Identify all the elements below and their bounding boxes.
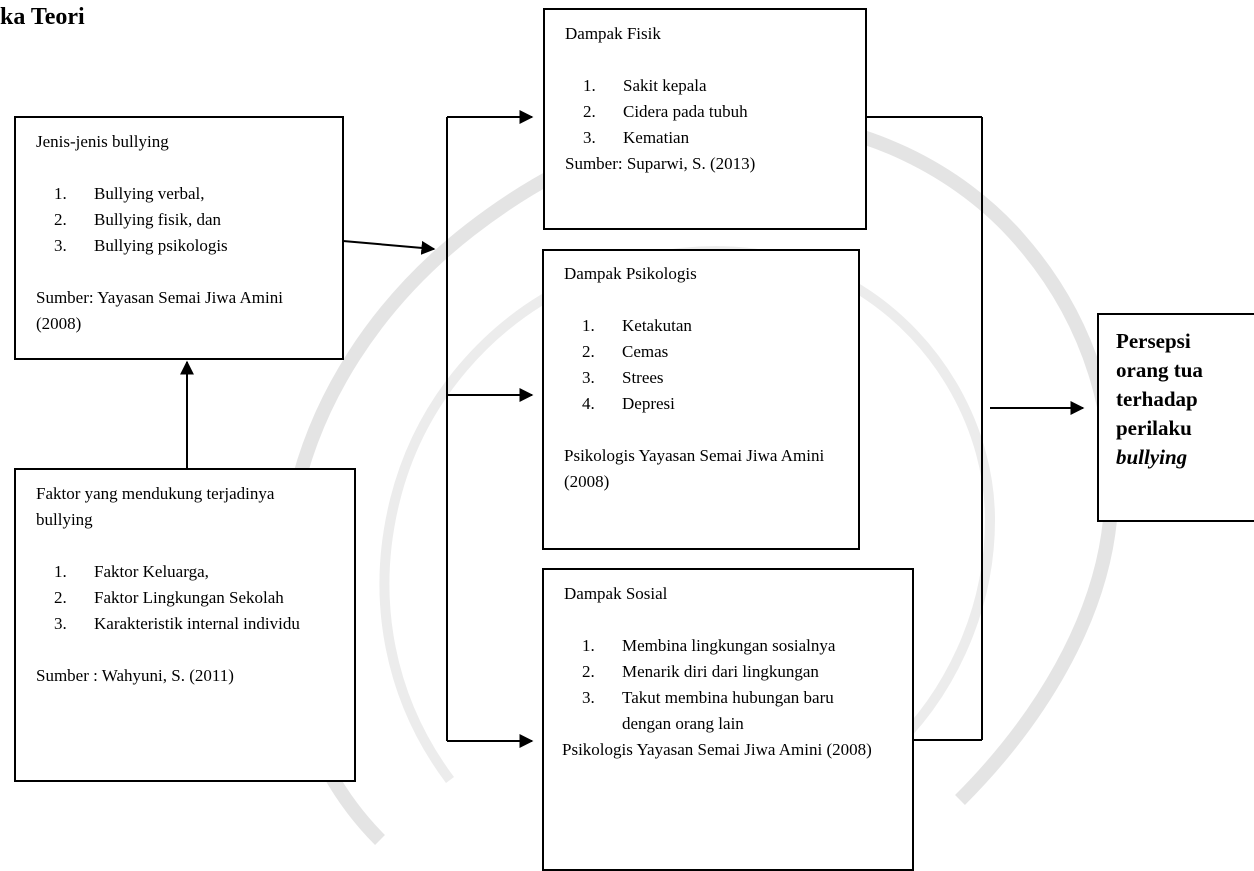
list-item: 1.Faktor Keluarga, bbox=[54, 562, 209, 581]
psikologis-source: Psikologis Yayasan Semai Jiwa Amini (200… bbox=[564, 446, 825, 491]
psikologis-list: 1.Ketakutan 2.Cemas 3.Strees 4.Depresi bbox=[564, 313, 838, 417]
dampak-psikologis-box: Dampak Psikologis 1.Ketakutan 2.Cemas 3.… bbox=[542, 249, 860, 550]
faktor-source: Sumber : Wahyuni, S. (2011) bbox=[36, 666, 234, 685]
list-item: 2.Faktor Lingkungan Sekolah bbox=[54, 588, 284, 607]
persepsi-line-3: terhadap bbox=[1116, 387, 1198, 411]
jenis-title: Jenis-jenis bullying bbox=[36, 132, 169, 151]
dampak-fisik-box: Dampak Fisik 1.Sakit kepala 2.Cidera pad… bbox=[543, 8, 867, 230]
faktor-box: Faktor yang mendukung terjadinya bullyin… bbox=[14, 468, 356, 782]
list-item: 3.Karakteristik internal individu bbox=[54, 614, 300, 633]
list-item: 1.Ketakutan bbox=[582, 316, 692, 335]
sosial-title: Dampak Sosial bbox=[564, 584, 668, 603]
list-item: 1.Bullying verbal, bbox=[54, 184, 205, 203]
fisik-title: Dampak Fisik bbox=[565, 24, 661, 43]
jenis-source: Sumber: Yayasan Semai Jiwa Amini (2008) bbox=[36, 288, 283, 333]
persepsi-line-5: bullying bbox=[1116, 445, 1188, 469]
persepsi-line-4: perilaku bbox=[1116, 416, 1192, 440]
psikologis-title: Dampak Psikologis bbox=[564, 264, 697, 283]
list-item: 1.Membina lingkungan sosialnya bbox=[582, 636, 836, 655]
sosial-list: 1.Membina lingkungan sosialnya 2.Menarik… bbox=[564, 633, 892, 737]
fisik-source: Sumber: Suparwi, S. (2013) bbox=[565, 154, 756, 173]
persepsi-box: Persepsi orang tua terhadap perilaku bul… bbox=[1097, 313, 1254, 522]
list-item: 2.Cemas bbox=[582, 342, 669, 361]
fisik-list: 1.Sakit kepala 2.Cidera pada tubuh 3.Kem… bbox=[565, 73, 845, 151]
persepsi-line-1: Persepsi bbox=[1116, 329, 1191, 353]
list-item: 2.Bullying fisik, dan bbox=[54, 210, 222, 229]
arrow-jenis-to-dampak bbox=[342, 240, 436, 255]
jenis-bullying-box: Jenis-jenis bullying 1.Bullying verbal, … bbox=[14, 116, 344, 360]
jenis-list: 1.Bullying verbal, 2.Bullying fisik, dan… bbox=[36, 181, 322, 259]
persepsi-line-2: orang tua bbox=[1116, 358, 1203, 382]
list-item: 3.Strees bbox=[582, 368, 664, 387]
list-item: 3.Bullying psikologis bbox=[54, 236, 228, 255]
list-item: 2.Menarik diri dari lingkungan bbox=[582, 662, 819, 681]
list-item: 3.Kematian bbox=[583, 128, 690, 147]
list-item: 4.Depresi bbox=[582, 394, 675, 413]
sosial-source: Psikologis Yayasan Semai Jiwa Amini (200… bbox=[562, 740, 872, 759]
faktor-list: 1.Faktor Keluarga, 2.Faktor Lingkungan S… bbox=[36, 559, 334, 637]
list-item: 2.Cidera pada tubuh bbox=[583, 102, 748, 121]
faktor-title: Faktor yang mendukung terjadinya bullyin… bbox=[36, 484, 275, 529]
list-item: 3.Takut membina hubungan baru dengan ora… bbox=[582, 688, 834, 733]
dampak-sosial-box: Dampak Sosial 1.Membina lingkungan sosia… bbox=[542, 568, 914, 871]
list-item: 1.Sakit kepala bbox=[583, 76, 707, 95]
section-heading: ka Teori bbox=[0, 4, 85, 30]
